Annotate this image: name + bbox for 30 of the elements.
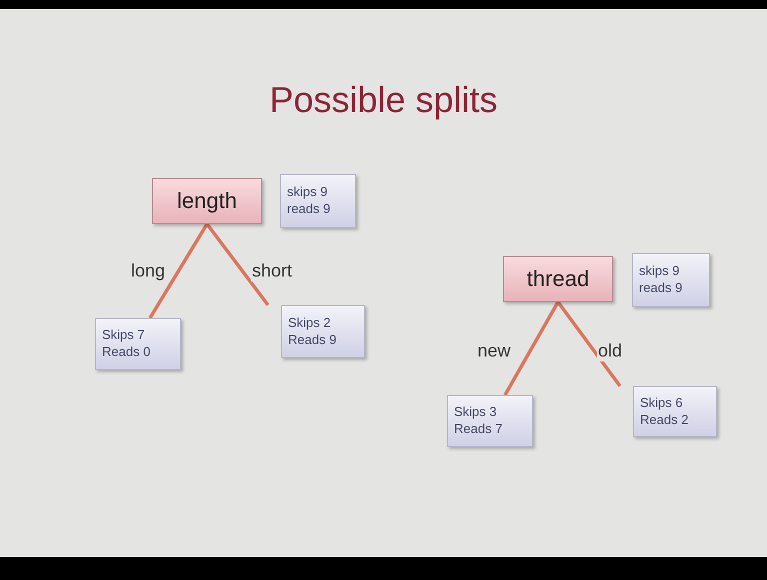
branch-line xyxy=(556,300,622,388)
slide-title: Possible splits xyxy=(269,79,498,121)
count-box xyxy=(632,253,710,307)
branch-line xyxy=(148,223,208,319)
count-text: Reads 7 xyxy=(454,421,502,438)
count-text: reads 9 xyxy=(287,201,330,218)
attribute-label: thread xyxy=(526,264,590,293)
count-text: Skips 2 xyxy=(288,314,331,332)
count-text: Reads 0 xyxy=(102,344,150,361)
edge-label: long xyxy=(130,260,166,282)
count-text: Skips 3 xyxy=(454,404,497,421)
count-text: skips 9 xyxy=(639,263,680,280)
count-text: reads 9 xyxy=(639,280,682,297)
count-text: Reads 9 xyxy=(288,332,336,348)
count-box xyxy=(447,395,533,447)
split-box xyxy=(503,256,613,302)
count-box xyxy=(281,305,365,358)
attribute-label: length xyxy=(177,186,237,215)
count-text: Skips 6 xyxy=(640,394,683,412)
count-text: Skips 7 xyxy=(102,327,145,344)
count-text: Reads 2 xyxy=(640,412,688,428)
count-text: skips 9 xyxy=(287,184,328,201)
branch-line xyxy=(206,222,270,306)
count-box xyxy=(95,318,181,370)
count-box xyxy=(280,174,356,228)
edge-label: short xyxy=(250,260,294,282)
branch-line xyxy=(503,301,560,396)
split-box xyxy=(152,178,262,224)
count-box xyxy=(633,386,717,437)
edge-label: old xyxy=(596,340,624,362)
